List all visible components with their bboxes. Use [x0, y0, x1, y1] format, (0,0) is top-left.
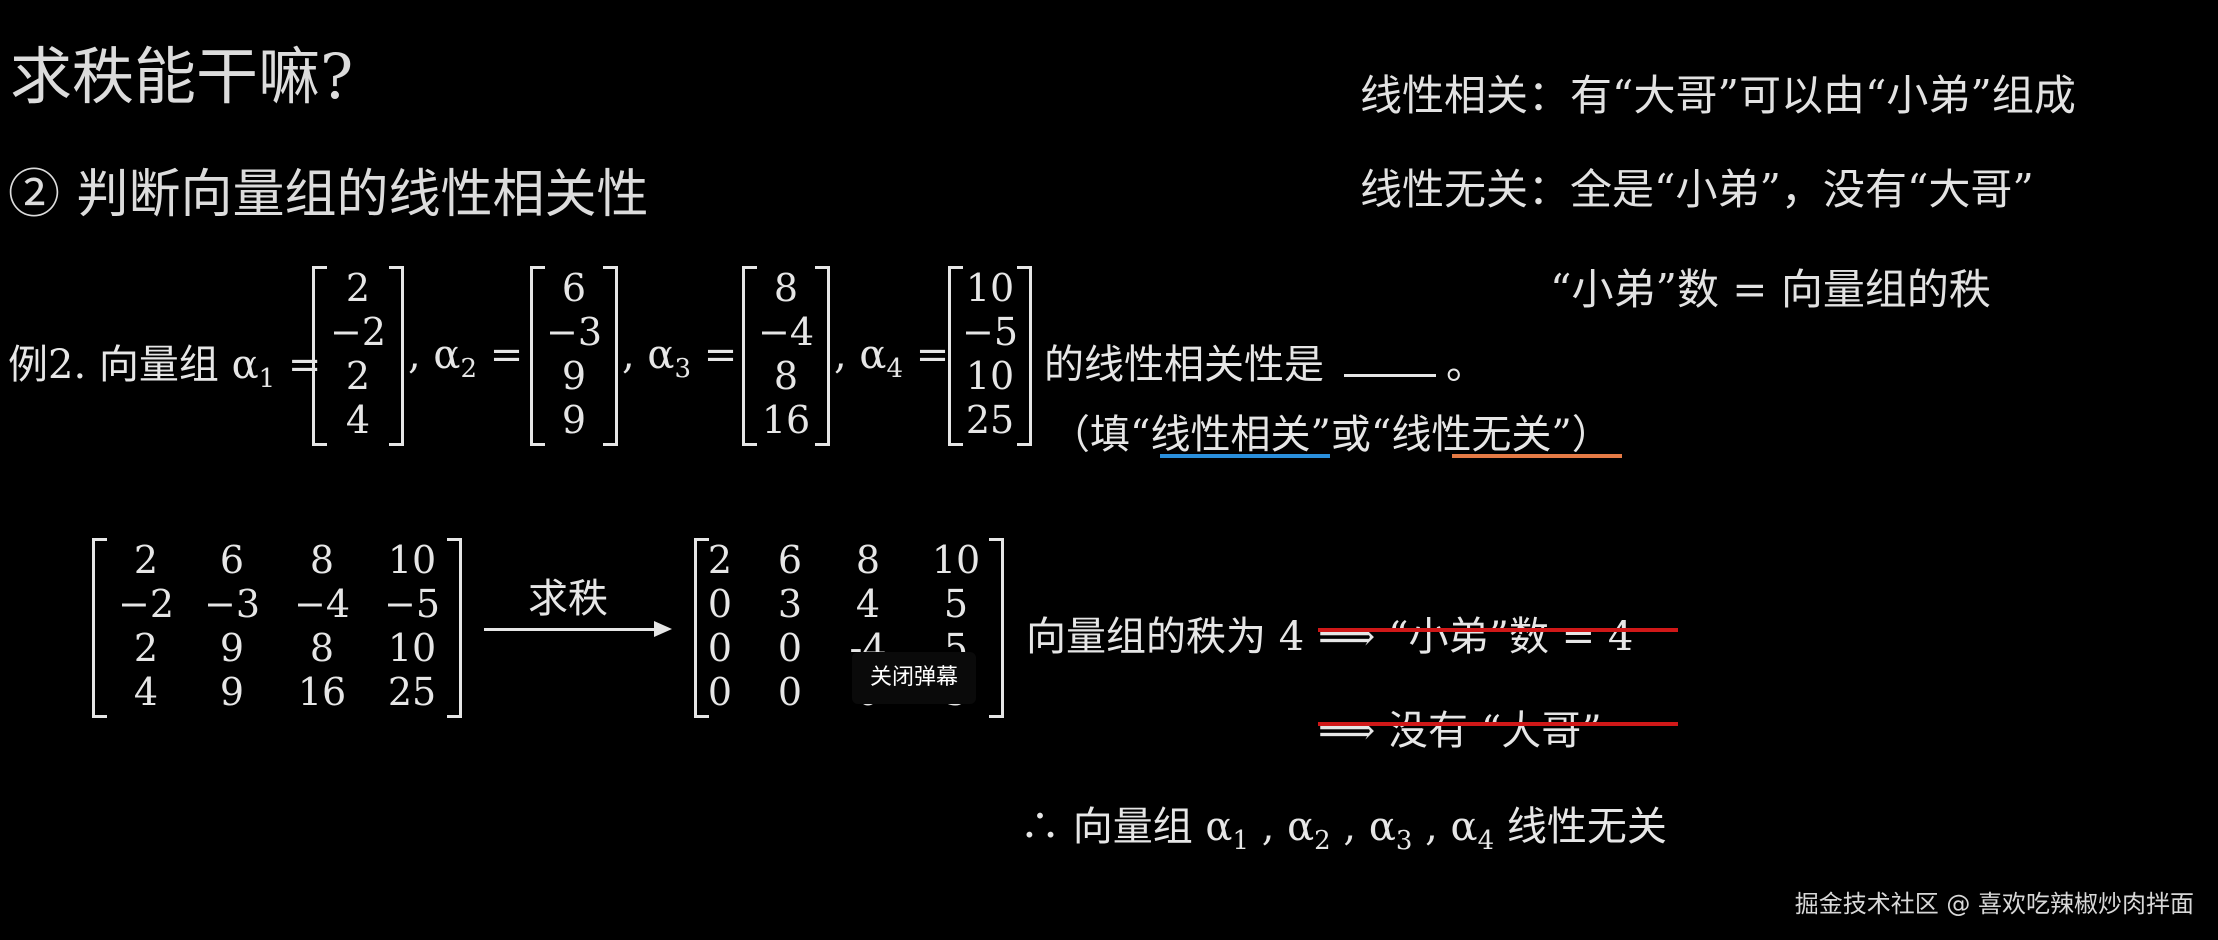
- implies-count: ⟹ “小弟”数 = 4: [1318, 614, 1634, 660]
- vector-alpha-4: 10 −5 10 25: [948, 266, 1032, 446]
- answer-blank: [1344, 374, 1436, 377]
- close-danmaku-button[interactable]: 关闭弹幕: [852, 652, 976, 704]
- arrow-label: 求秩: [528, 576, 608, 622]
- rank-text: 向量组的秩为 4: [1026, 614, 1305, 660]
- vector-alpha-2: 6 −3 9 9: [530, 266, 618, 446]
- label-alpha-4: , α4 =: [834, 332, 950, 384]
- section-subtitle: ② 判断向量组的线性相关性: [8, 165, 649, 225]
- example-period: 。: [1446, 342, 1486, 388]
- fill-option-dependent: 线性相关: [1150, 412, 1311, 458]
- fill-option-independent: 线性无关: [1391, 412, 1552, 458]
- underline-independent: [1452, 454, 1622, 458]
- strike-line-2: [1318, 722, 1678, 726]
- vector-alpha-3: 8 −4 8 16: [742, 266, 830, 446]
- vector-alpha-1: 2 −2 2 4: [312, 266, 404, 446]
- arrow-right-icon: [654, 621, 672, 637]
- page-title: 求秩能干嘛?: [10, 40, 354, 113]
- underline-dependent: [1160, 454, 1330, 458]
- example-question: 的线性相关性是: [1044, 342, 1324, 388]
- arrow-line: [484, 628, 656, 631]
- note-independent: 线性无关：全是“小弟”，没有“大哥”: [1360, 165, 2034, 214]
- note-count: “小弟”数 = 向量组的秩: [1550, 265, 1991, 314]
- conclusion: ∴ 向量组 α1 , α2 , α3 , α4 线性无关: [1020, 804, 1667, 856]
- implies-no-big-brother: ⟹ 没有 “大哥”: [1318, 708, 1602, 754]
- strike-line-1: [1318, 628, 1678, 632]
- example-prefix: 例2. 向量组 α1 =: [8, 342, 322, 394]
- fill-hint: （填“线性相关”或“线性无关”）: [1050, 412, 1612, 458]
- watermark: 掘金技术社区 @ 喜欢吃辣椒炒肉拌面: [1794, 890, 2194, 918]
- label-alpha-3: , α3 =: [622, 332, 738, 384]
- label-alpha-2: , α2 =: [408, 332, 524, 384]
- matrix-original: 2 6 8 10 −2 −3 −4 −5 2 9 8 10 4 9 16 25: [92, 538, 462, 718]
- note-dependent: 线性相关：有“大哥”可以由“小弟”组成: [1360, 71, 2076, 120]
